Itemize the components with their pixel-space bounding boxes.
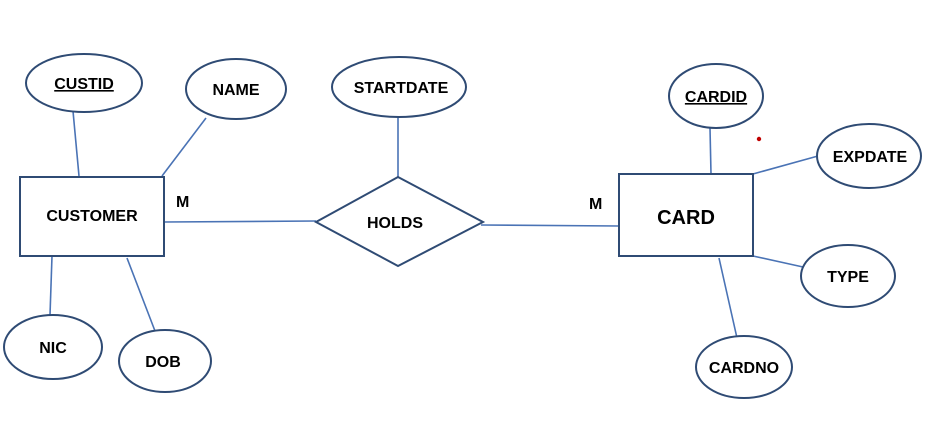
attribute-expdate-label: EXPDATE [833, 149, 908, 166]
relationship-holds-diamond [313, 175, 486, 268]
connectors [49, 110, 819, 339]
connector-holds-card [480, 224, 620, 227]
connector-type [752, 255, 804, 268]
attribute-cardno-ellipse [695, 335, 793, 399]
entity-customer-box [19, 176, 165, 257]
attribute-type: TYPE [800, 244, 896, 308]
attribute-cardid: CARDID [668, 63, 764, 129]
attribute-name-ellipse [185, 58, 287, 120]
attribute-cardid-ellipse [668, 63, 764, 129]
connector-cardid [709, 127, 712, 175]
relationship-holds-label: HOLDS [367, 215, 423, 232]
entity-card: CARD [618, 173, 754, 257]
attribute-name: NAME [185, 58, 287, 120]
attribute-dob: DOB [118, 329, 212, 393]
connector-custid [72, 110, 80, 177]
attribute-type-label: TYPE [827, 269, 869, 286]
entity-card-label: CARD [657, 207, 715, 229]
cardinality-customer: M [176, 194, 189, 211]
connector-dob [126, 257, 156, 332]
entity-customer-label: CUSTOMER [46, 208, 138, 225]
attribute-cardno: CARDNO [695, 335, 793, 399]
attribute-custid-ellipse [25, 53, 143, 113]
attribute-startdate-ellipse [331, 56, 467, 118]
connector-nic [49, 255, 53, 316]
connector-cardno [718, 257, 738, 339]
stray-dot [756, 136, 762, 142]
attribute-cardno-label: CARDNO [709, 360, 779, 377]
attribute-custid-label: CUSTID [54, 76, 114, 93]
attribute-expdate: EXPDATE [816, 123, 922, 189]
attribute-name-label: NAME [212, 82, 259, 99]
attribute-nic: NIC [3, 314, 103, 380]
connector-name [161, 117, 207, 177]
connector-customer-holds [163, 220, 317, 223]
attribute-nic-label: NIC [39, 340, 67, 357]
attribute-expdate-ellipse [816, 123, 922, 189]
entity-card-box [618, 173, 754, 257]
relationship-holds: HOLDS [313, 175, 486, 268]
attribute-type-ellipse [800, 244, 896, 308]
attribute-custid: CUSTID [25, 53, 143, 113]
connector-expdate [752, 155, 819, 175]
cardinality-card: M [589, 196, 602, 213]
attribute-startdate: STARTDATE [331, 56, 467, 118]
attribute-dob-label: DOB [145, 354, 181, 371]
attribute-nic-ellipse [3, 314, 103, 380]
attribute-startdate-label: STARTDATE [354, 80, 449, 97]
entity-customer: CUSTOMER [19, 176, 165, 257]
attribute-dob-ellipse [118, 329, 212, 393]
attribute-cardid-label: CARDID [685, 89, 747, 106]
